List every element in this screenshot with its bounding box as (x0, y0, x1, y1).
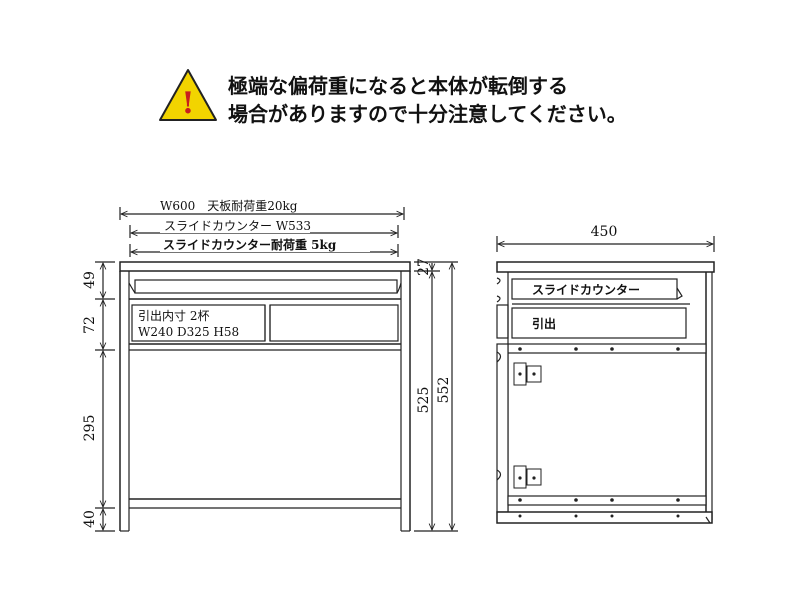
width-label: W600 天板耐荷重20kg (160, 199, 298, 213)
front-view (95, 207, 458, 532)
warning-icon: ! (159, 69, 217, 121)
dim-40: 40 (82, 510, 98, 528)
dim-27: 27 (416, 258, 432, 276)
warning-line-2: 場合がありますので十分注意してください。 (228, 102, 627, 126)
slide-load-label: スライドカウンター耐荷重 5kg (163, 237, 337, 252)
dim-525: 525 (416, 387, 432, 414)
dim-72: 72 (82, 316, 98, 334)
side-view-labels: 450 スライドカウンター 引出 (532, 224, 640, 331)
dim-49: 49 (82, 271, 98, 289)
side-drawer-label: 引出 (532, 316, 556, 331)
slide-width-label: スライドカウンター W533 (164, 219, 311, 233)
warning-line-1: 極端な偏荷重になると本体が転倒する (227, 74, 568, 98)
side-slide-label: スライドカウンター (532, 283, 640, 297)
dim-552: 552 (436, 377, 452, 404)
warning-icon-mark: ! (181, 86, 194, 121)
warning-block: ! 極端な偏荷重になると本体が転倒する 場合がありますので十分注意してください。 (159, 69, 627, 126)
depth-label: 450 (591, 224, 618, 240)
side-view (496, 236, 715, 524)
dim-295: 295 (82, 415, 98, 442)
side-view-screws (518, 347, 680, 518)
front-view-labels: W600 天板耐荷重20kg スライドカウンター W533 スライドカウンター耐… (82, 199, 452, 528)
drawer-size: W240 D325 H58 (138, 325, 239, 339)
drawer-title: 引出内寸 2杯 (138, 309, 209, 323)
